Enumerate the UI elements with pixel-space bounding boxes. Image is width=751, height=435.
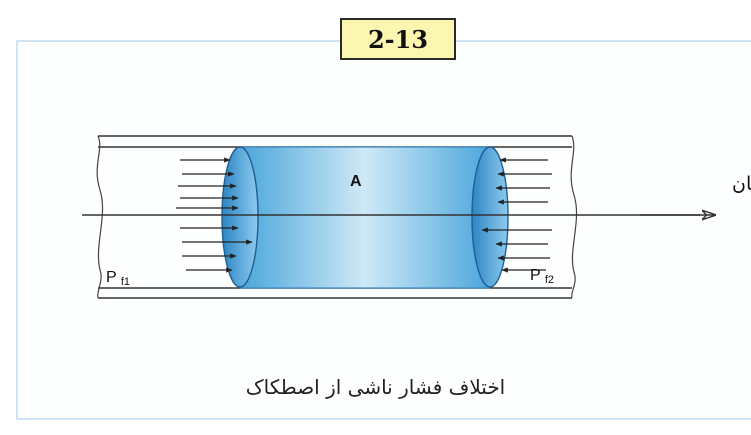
figure-caption: اختلاف فشار ناشی از اصطکاک [245,375,506,399]
flow-direction-label: جهت جریان [732,173,751,195]
right-pressure-symbol: P [530,267,540,284]
right-pressure-label: P f2 [530,267,554,286]
pipe-wall-top [98,135,572,148]
right-pressure-arrows [481,157,552,273]
left-pressure-symbol: P [106,269,116,286]
left-pressure-arrows [176,157,253,273]
pipe-left-cut [96,135,104,299]
figure-number-badge: 2-13 [340,18,456,60]
element-label: A [350,173,362,190]
right-pressure-subscript: f2 [545,274,554,286]
pipe-right-cut [570,135,578,299]
pipe-wall-bottom [98,287,572,299]
left-pressure-label: P f1 [106,269,130,288]
fluid-element-body [239,146,491,289]
fluid-element-left-face [221,146,259,288]
left-pressure-subscript: f1 [121,276,130,288]
fluid-element-right-face [471,146,509,288]
